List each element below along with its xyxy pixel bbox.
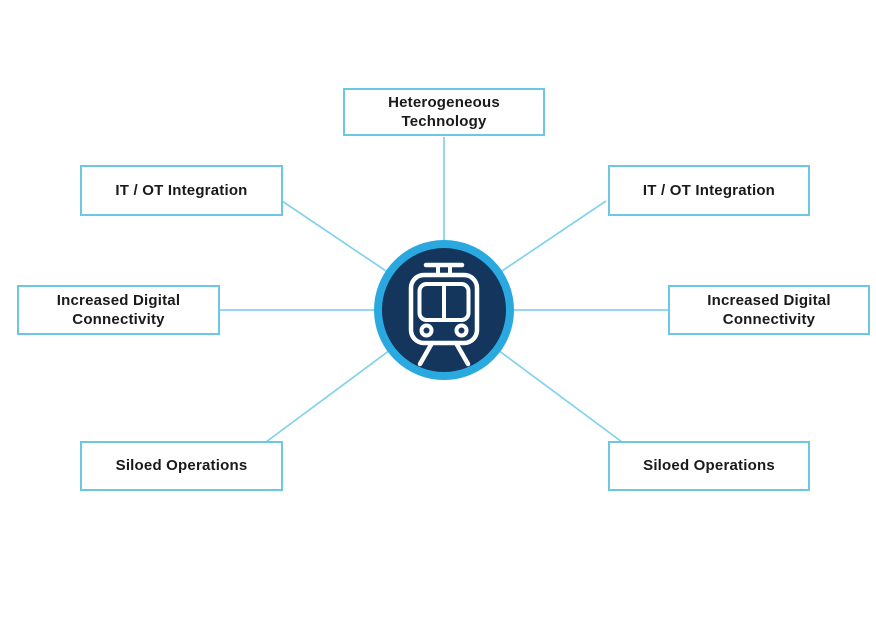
node-increased-digital-connectivity-right: Increased Digital Connectivity bbox=[668, 285, 870, 335]
node-label: Siloed Operations bbox=[643, 457, 775, 475]
train-icon bbox=[408, 262, 480, 367]
node-label: Siloed Operations bbox=[115, 457, 248, 475]
node-label: IT / OT Integration bbox=[115, 181, 248, 199]
node-it-ot-integration-right: IT / OT Integration bbox=[608, 165, 810, 216]
node-label: Heterogeneous Technology bbox=[388, 93, 500, 131]
node-increased-digital-connectivity-left: Increased Digital Connectivity bbox=[17, 285, 220, 335]
node-it-ot-integration-left: IT / OT Integration bbox=[80, 165, 283, 216]
node-label: Increased Digital Connectivity bbox=[56, 291, 181, 329]
node-siloed-operations-left: Siloed Operations bbox=[80, 441, 283, 491]
node-label: IT / OT Integration bbox=[642, 181, 776, 199]
node-heterogeneous-technology: Heterogeneous Technology bbox=[343, 88, 545, 136]
node-siloed-operations-right: Siloed Operations bbox=[608, 441, 810, 491]
node-label: Increased Digital Connectivity bbox=[707, 291, 831, 329]
